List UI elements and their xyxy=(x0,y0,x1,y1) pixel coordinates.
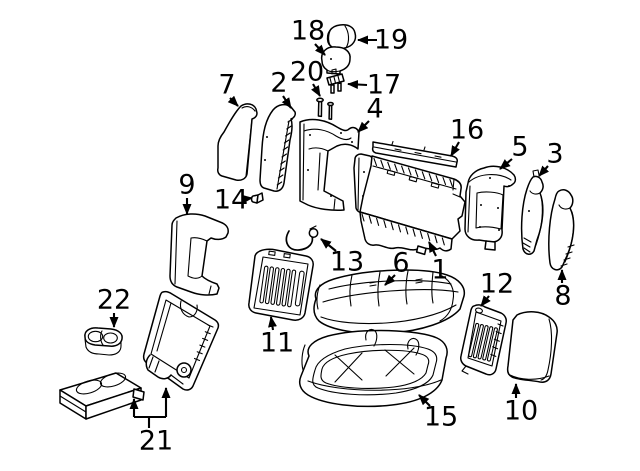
callout-label-14: 14 xyxy=(214,185,248,216)
callout-label-15: 15 xyxy=(424,402,458,433)
callout-label-21: 21 xyxy=(139,426,173,457)
callout-label-8: 8 xyxy=(554,281,571,312)
part-19-headrest-shape xyxy=(326,24,357,50)
callout-label-1: 1 xyxy=(431,255,448,286)
callout-12-leader-line xyxy=(480,295,491,307)
callout-label-3: 3 xyxy=(546,139,563,170)
callout-14-leader-line xyxy=(241,194,253,204)
part-5-seatback-pad-shape xyxy=(464,165,517,251)
callout-15-leader-line xyxy=(418,394,431,407)
callout-label-11: 11 xyxy=(260,328,294,359)
callout-label-20: 20 xyxy=(290,57,324,88)
part-12-vent-panel-shape xyxy=(460,304,507,376)
callout-18-leader-line xyxy=(314,43,326,56)
callout-2-leader-line xyxy=(281,95,292,109)
part-11-vent-panel-shape xyxy=(248,248,314,321)
callout-label-9: 9 xyxy=(178,170,195,201)
part-20-screws-shape xyxy=(316,97,334,120)
callout-label-18: 18 xyxy=(291,16,325,47)
part-17-headrest-guide-shape xyxy=(326,68,345,94)
callout-label-17: 17 xyxy=(367,70,401,101)
callout-label-22: 22 xyxy=(97,285,131,316)
callout-7-leader-line xyxy=(227,95,239,107)
callout-16-leader-line xyxy=(450,141,460,157)
part-8-side-bolster-cover-shape xyxy=(548,189,575,271)
callout-label-13: 13 xyxy=(330,247,364,278)
part-2-bolster-pad-shape xyxy=(259,103,296,192)
callout-label-19: 19 xyxy=(374,25,408,56)
callout-5-leader-line xyxy=(499,158,513,170)
callout-label-12: 12 xyxy=(480,269,514,300)
callout-label-6: 6 xyxy=(392,248,409,279)
callout-17-leader-line xyxy=(347,80,368,90)
part-21-armrest-box-shape xyxy=(59,372,145,420)
callout-6-leader-line xyxy=(384,274,396,286)
part-4-back-panel-shape xyxy=(299,118,360,211)
part-22-cupholder-shape xyxy=(84,327,123,356)
callout-label-10: 10 xyxy=(504,396,538,427)
callout-label-7: 7 xyxy=(218,70,235,101)
part-9-armrest-cover-shape xyxy=(169,213,229,296)
part-10-side-cover-shape xyxy=(506,311,558,383)
part-7-bolster-cover-shape xyxy=(217,103,258,181)
part-6-cushion-cover-shape xyxy=(313,269,466,335)
part-1-seatback-frame-shape xyxy=(353,153,466,256)
callout-label-16: 16 xyxy=(450,115,484,146)
callout-label-5: 5 xyxy=(511,132,528,163)
callout-label-4: 4 xyxy=(366,94,383,125)
part-15-cushion-pad-shape xyxy=(298,328,448,408)
part-21-armrest-frame-shape xyxy=(142,290,220,391)
callout-20-leader-line xyxy=(311,83,321,97)
callout-13-leader-line xyxy=(320,238,337,252)
part-13-cable-shape xyxy=(285,225,319,251)
part-18-headrest-shape xyxy=(320,46,351,75)
callout-3-leader-line xyxy=(538,165,550,177)
part-3-side-bolster-pad-shape xyxy=(520,169,544,255)
callout-4-leader-line xyxy=(357,120,370,133)
callout-1-leader-line xyxy=(428,241,438,257)
callout-label-2: 2 xyxy=(270,68,287,99)
part-16-top-bar-shape xyxy=(371,140,458,168)
callout-11-leader-line xyxy=(268,316,277,331)
